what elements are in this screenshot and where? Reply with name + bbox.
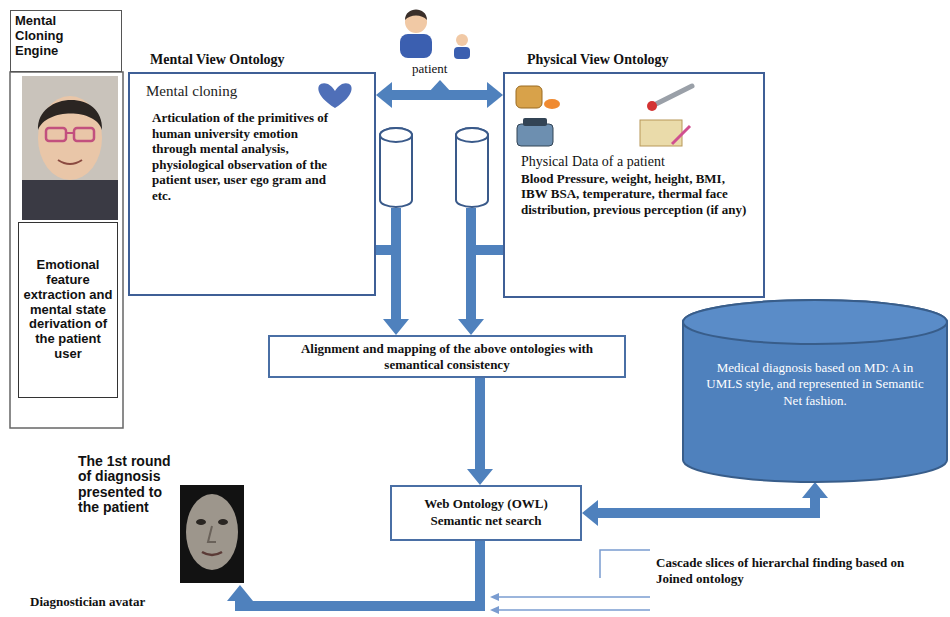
flow-arrow [376, 250, 409, 335]
node-text: The 1st round of diagnosis presented to … [78, 454, 178, 516]
engine-title-box: Mental Cloning Engine [10, 10, 122, 72]
node-text: Web Ontology (OWL) Semantic net search [406, 496, 566, 530]
arrow-head [383, 319, 409, 335]
database-cylinder [456, 128, 488, 252]
node-text: Mental Cloning Engine [15, 14, 77, 59]
physical-data-icons [516, 86, 692, 146]
node-heading: Physical View Ontology [527, 52, 669, 69]
node-text: Medical diagnosis based on MD: A in UMLS… [704, 360, 926, 409]
arrow-shaft [240, 541, 480, 606]
arrow-shaft [391, 90, 488, 100]
arrow-head [376, 82, 392, 108]
mental-view-box: Mental View OntologyMental cloningArticu… [128, 72, 376, 296]
arrow-head [582, 500, 598, 526]
arrow-head [802, 482, 828, 498]
node-text: Emotional feature extraction and mental … [22, 258, 114, 363]
web-ontology-box: Web Ontology (OWL) Semantic net search [390, 485, 582, 541]
engine-panel [10, 72, 123, 428]
heart-icon [318, 83, 351, 108]
node-text: Alignment and mapping of the above ontol… [280, 341, 614, 372]
avatar-face [180, 485, 244, 583]
flow-arrow [582, 482, 828, 526]
emotion-extraction-box: Emotional feature extraction and mental … [18, 222, 118, 398]
cascade-leader-lines [490, 550, 650, 614]
arrow-head [467, 469, 493, 485]
patient-label: patient [412, 62, 447, 77]
avatar-caption: Diagnostician avatar [30, 595, 145, 610]
arrow-head [458, 319, 484, 335]
node-text: Blood Pressure, weight, height, BMI, IBW… [521, 171, 747, 218]
flow-arrow [376, 82, 503, 108]
node-heading: Mental View Ontology [150, 52, 285, 69]
node-text: Physical Data of a patient [521, 154, 747, 171]
cascade-note: Cascade slices of hierarchal finding bas… [656, 555, 918, 586]
arrow-shaft [597, 497, 815, 513]
arrow-head [487, 82, 503, 108]
arrow-shaft [376, 250, 396, 320]
node-text: Mental cloning [146, 82, 344, 100]
flow-arrow [467, 378, 493, 485]
arrow-head [227, 585, 253, 601]
physical-view-box: Physical View OntologyPhysical Data of a… [503, 72, 765, 298]
patient-icon [400, 10, 470, 60]
database-cylinder [380, 128, 412, 252]
diagnostician-avatar: The 1st round of diagnosis presented to … [28, 452, 250, 585]
cylinder-top [683, 300, 947, 344]
cylinder-body [683, 300, 947, 482]
alignment-box: Alignment and mapping of the above ontol… [268, 335, 626, 378]
arrow-shaft [471, 250, 503, 320]
medical-diagnosis-cylinder: Medical diagnosis based on MD: A in UMLS… [682, 300, 948, 482]
node-text: Articulation of the primitives of human … [152, 110, 344, 204]
arrow-shaft [475, 378, 485, 470]
flow-arrow [458, 250, 503, 335]
person-photo [22, 76, 118, 220]
flow-arrow [227, 541, 480, 606]
